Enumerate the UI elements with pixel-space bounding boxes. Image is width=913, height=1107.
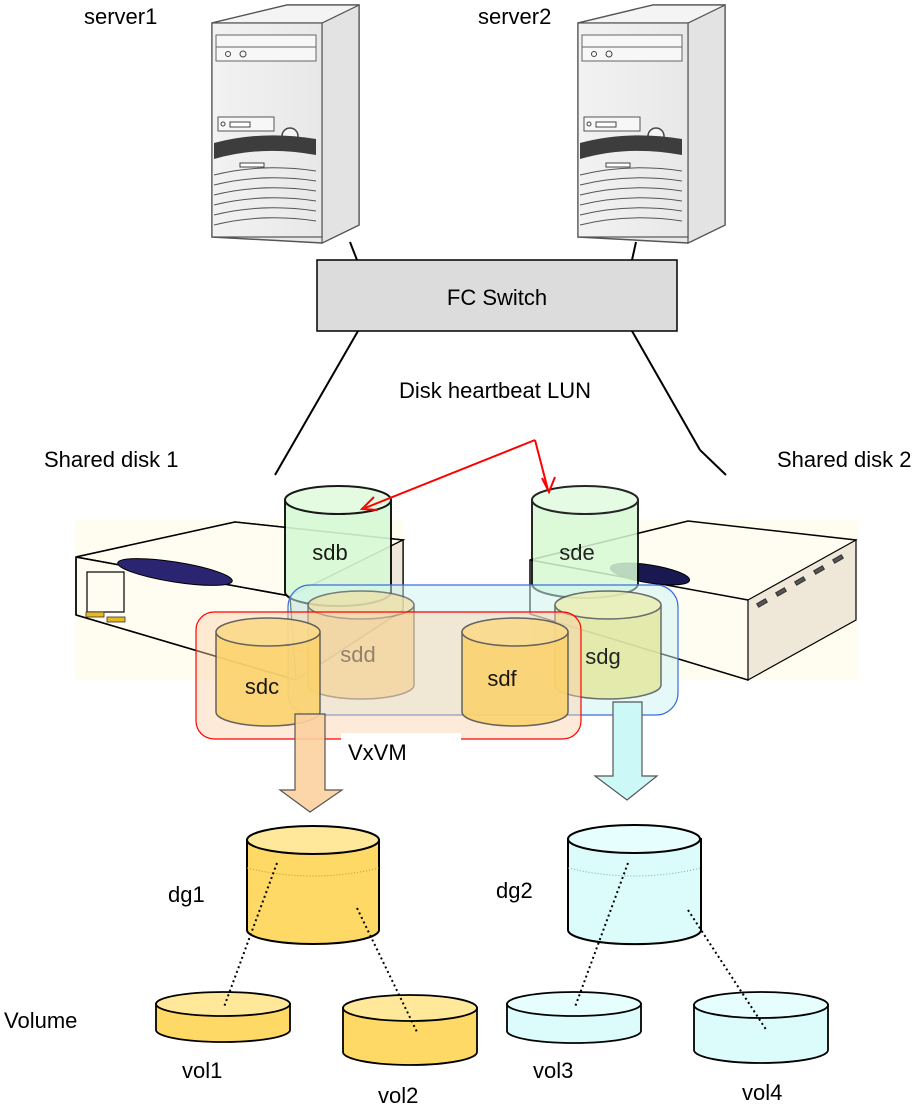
heartbeat-label: Disk heartbeat LUN <box>399 378 591 403</box>
lun-sdf-label: sdf <box>487 666 517 691</box>
link-server1-switch <box>349 241 358 261</box>
heartbeat-arrow-to-sde <box>534 439 549 491</box>
vxvm-label: VxVM <box>348 740 407 765</box>
arrow-down-dg1-icon <box>278 713 344 813</box>
arrowhead-sdb-icon <box>359 496 379 511</box>
server1-label: server1 <box>84 4 157 29</box>
vol4-label: vol4 <box>742 1080 782 1105</box>
arrow-down-dg2-icon <box>593 701 659 801</box>
volume-vol1[interactable] <box>155 991 291 1043</box>
disk-group-dg1[interactable] <box>246 825 380 945</box>
link-switch-disk1 <box>274 330 359 476</box>
fc-switch-label: FC Switch <box>447 285 547 310</box>
shared-disk2-label: Shared disk 2 <box>777 447 912 472</box>
arrowhead-sde-icon <box>541 476 556 495</box>
dg2-label: dg2 <box>496 878 533 903</box>
lun-sdf[interactable]: sdf <box>461 617 569 727</box>
shared-disk1-label: Shared disk 1 <box>44 447 179 472</box>
lun-sdc-label: sdc <box>245 674 279 699</box>
server2-label: server2 <box>478 4 551 29</box>
connector-dg2-vol4 <box>687 909 768 1032</box>
link-server2-switch <box>631 241 637 261</box>
heartbeat-arrows <box>359 439 556 511</box>
server2-tower-icon[interactable] <box>577 4 726 244</box>
heartbeat-arrow-to-sdb <box>364 439 536 509</box>
link-switch-disk2-tail <box>699 449 727 476</box>
lun-sde-label: sde <box>559 540 594 565</box>
disk-group-dg2[interactable] <box>567 824 702 946</box>
lun-sdg-label: sdg <box>585 644 620 669</box>
link-switch-disk2 <box>631 330 701 451</box>
volume-vol3[interactable] <box>506 991 642 1044</box>
lun-sdc[interactable]: sdc <box>215 617 321 727</box>
dg1-label: dg1 <box>168 882 205 907</box>
lun-sdb-label: sdb <box>312 540 347 565</box>
volume-vol2[interactable] <box>342 994 478 1066</box>
volume-vol4[interactable] <box>693 991 829 1064</box>
vol3-label: vol3 <box>533 1058 573 1083</box>
vol2-label: vol2 <box>378 1083 418 1107</box>
volume-label: Volume <box>4 1008 77 1033</box>
connector-dg2-vol3 <box>574 862 629 1008</box>
lun-sde[interactable]: sde <box>531 485 639 599</box>
connector-dg1-vol1 <box>223 862 278 1008</box>
vol1-label: vol1 <box>182 1058 222 1083</box>
vxvm-label-bg <box>341 733 461 773</box>
fc-switch[interactable]: FC Switch <box>316 259 678 332</box>
lun-sdd-label: sdd <box>340 642 375 667</box>
volume-connectors <box>223 862 768 1033</box>
connection-lines <box>274 241 727 476</box>
server1-tower-icon[interactable] <box>211 4 360 244</box>
